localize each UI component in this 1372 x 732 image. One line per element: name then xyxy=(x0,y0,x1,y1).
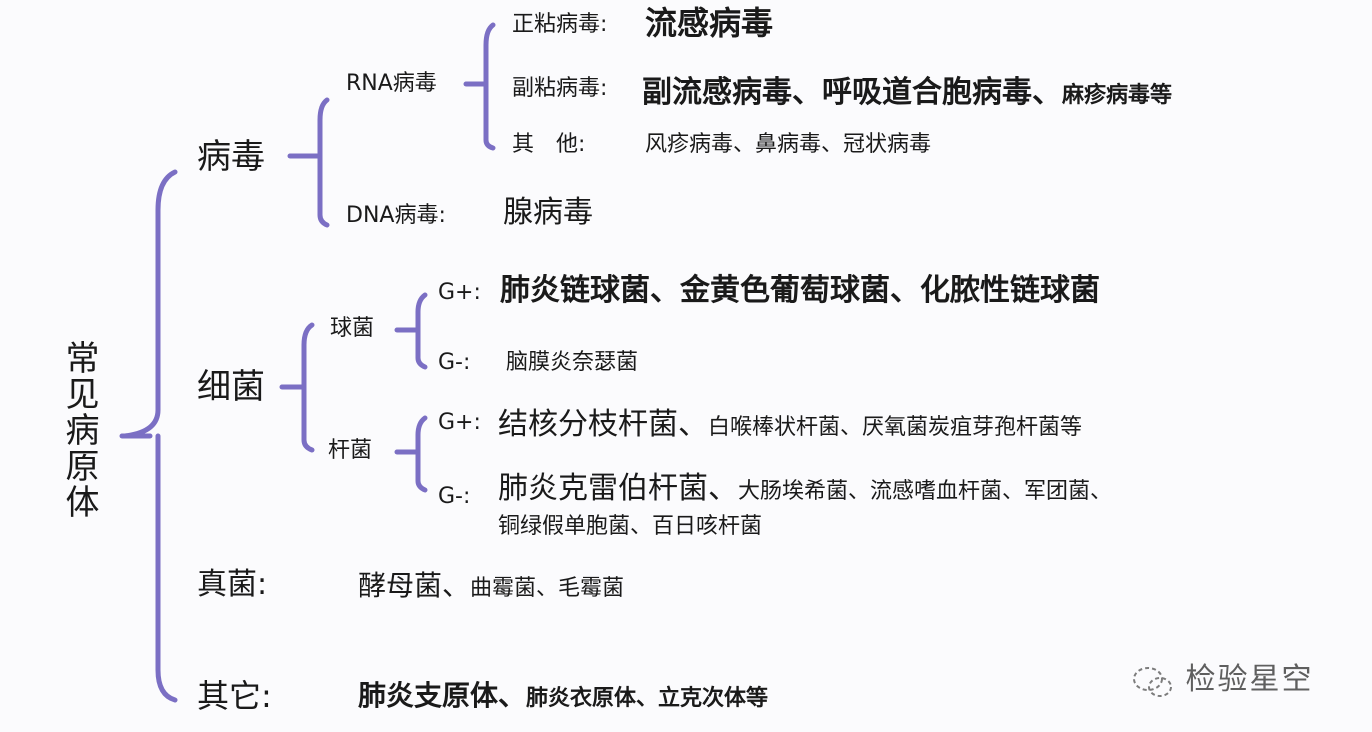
rna-virus-label: RNA病毒 xyxy=(346,71,437,96)
cocci-gpos-value: 肺炎链球菌、金黄色葡萄球菌、化脓性链球菌 xyxy=(500,273,1100,308)
bacteria-label: 细菌 xyxy=(197,367,265,407)
cocci-gneg-label: G-: xyxy=(438,350,471,375)
others-label: 其它: xyxy=(197,677,272,715)
orthomyxo-value: 流感病毒 xyxy=(645,4,774,42)
cocci-gpos-label: G+: xyxy=(438,280,481,305)
virus-label: 病毒 xyxy=(197,137,265,177)
root-title: 常见病原体 xyxy=(59,340,99,520)
dna-virus-value: 腺病毒 xyxy=(503,195,593,230)
bacilli-label: 杆菌 xyxy=(328,438,373,463)
bacilli-gpos-label: G+: xyxy=(438,410,481,435)
orthomyxo-label: 正粘病毒: xyxy=(512,12,608,37)
cocci-gneg-value: 脑膜炎奈瑟菌 xyxy=(506,350,639,375)
other-rna-label: 其 他: xyxy=(512,132,586,157)
fungi-label: 真菌: xyxy=(197,567,268,602)
bacilli-gneg-value: 肺炎克雷伯杆菌、大肠埃希菌、流感嗜血杆菌、军团菌、 xyxy=(498,471,1113,506)
fungi-value: 酵母菌、曲霉菌、毛霉菌 xyxy=(358,569,625,602)
cocci-label: 球菌 xyxy=(330,316,375,341)
others-value: 肺炎支原体、肺炎衣原体、立克次体等 xyxy=(358,679,769,712)
other-rna-value: 风疹病毒、鼻病毒、冠状病毒 xyxy=(645,132,932,157)
watermark: 检验星空 xyxy=(1130,654,1314,699)
paramyxo-label: 副粘病毒: xyxy=(512,76,608,101)
bacilli-gneg-label: G-: xyxy=(438,484,471,509)
wechat-icon xyxy=(1130,663,1174,699)
bacilli-gpos-value: 结核分枝杆菌、白喉棒状杆菌、厌氧菌炭疽芽孢杆菌等 xyxy=(498,407,1083,442)
paramyxo-value: 副流感病毒、呼吸道合胞病毒、麻疹病毒等 xyxy=(642,75,1173,110)
bacilli-gneg-value-line2: 铜绿假单胞菌、百日咳杆菌 xyxy=(498,514,763,539)
dna-virus-label: DNA病毒: xyxy=(346,203,446,228)
